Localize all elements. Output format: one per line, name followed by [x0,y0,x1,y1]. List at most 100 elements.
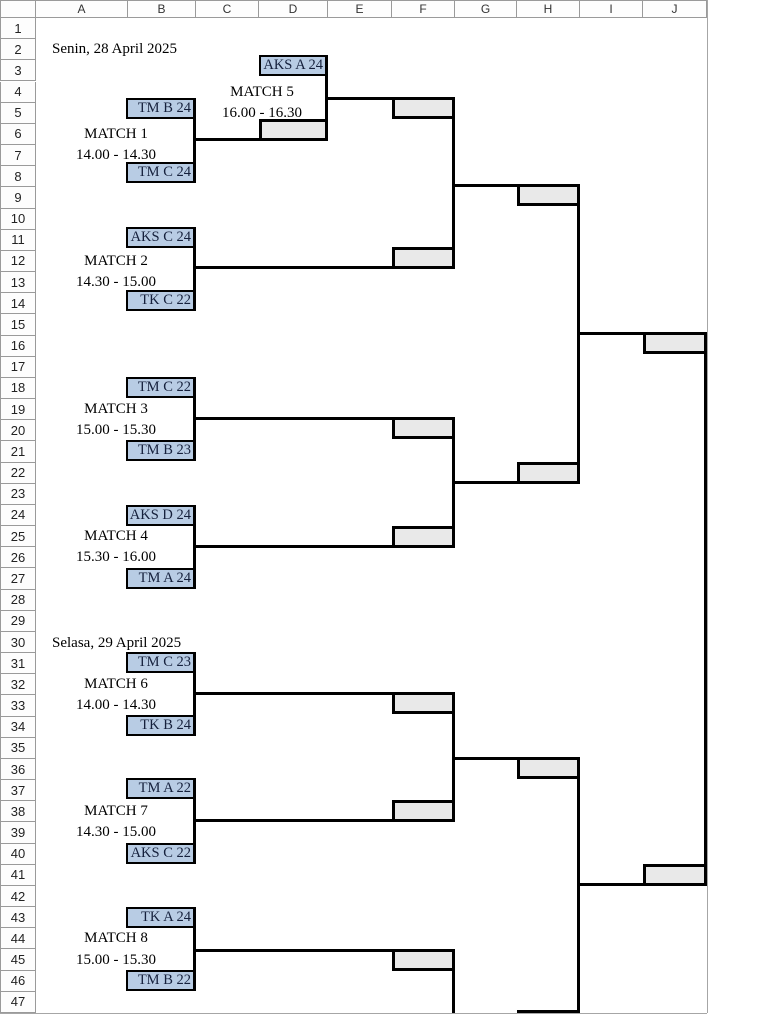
team-box-aks-c-24[interactable]: AKS C 24 [126,227,196,248]
column-header-B[interactable]: B [128,0,196,18]
row-header-41[interactable]: 41 [0,864,36,886]
row-header-20[interactable]: 20 [0,420,36,442]
row-header-24[interactable]: 24 [0,504,36,527]
team-box-tk-a-24[interactable]: TK A 24 [126,907,196,928]
exit-semifinal-top [577,332,707,335]
row-header-38[interactable]: 38 [0,801,36,823]
row-header-7[interactable]: 7 [0,145,36,167]
row-header-21[interactable]: 21 [0,441,36,463]
exit-semifinal-bottom [577,883,707,886]
row-header-2[interactable]: 2 [0,39,36,61]
team-box-tm-c-23[interactable]: TM C 23 [126,652,196,673]
team-box-tm-b-22[interactable]: TM B 22 [126,970,196,991]
column-header-H[interactable]: H [517,0,580,18]
match-7-time: 14.30 - 15.00 [76,824,156,840]
winner-slot-match5[interactable] [392,97,455,119]
row-header-44[interactable]: 44 [0,928,36,950]
day1-date-label: Senin, 28 April 2025 [52,41,178,57]
row-header-40[interactable]: 40 [0,843,36,865]
column-header-F[interactable]: F [392,0,455,18]
row-header-28[interactable]: 28 [0,589,36,611]
match-4-time: 15.30 - 16.00 [76,549,156,565]
row-header-12[interactable]: 12 [0,250,36,273]
row-header-16[interactable]: 16 [0,335,36,357]
row-header-32[interactable]: 32 [0,674,36,696]
match-2-time: 14.30 - 15.00 [76,274,156,290]
match-6-time: 14.00 - 14.30 [76,697,156,713]
row-header-36[interactable]: 36 [0,758,36,781]
row-header-31[interactable]: 31 [0,653,36,675]
row-header-45[interactable]: 45 [0,949,36,971]
row-header-6[interactable]: 6 [0,123,36,145]
row-header-5[interactable]: 5 [0,102,36,124]
winner-slot-match3[interactable] [392,417,455,439]
team-box-tk-c-22[interactable]: TK C 22 [126,290,196,311]
row-header-33[interactable]: 33 [0,695,36,717]
exit-quarter-bottom [452,757,580,760]
column-header-A[interactable]: A [36,0,128,18]
column-header-C[interactable]: C [196,0,259,18]
row-header-25[interactable]: 25 [0,526,36,548]
row-header-3[interactable]: 3 [0,60,36,82]
winner-slot-quarter-top1[interactable] [517,184,580,206]
winner-slot-match6[interactable] [392,692,455,714]
match-8-label: MATCH 8 [84,930,148,946]
match-8-time: 15.00 - 15.30 [76,952,156,968]
column-header-G[interactable]: G [455,0,517,18]
team-box-tm-b-23[interactable]: TM B 23 [126,440,196,461]
column-header-E[interactable]: E [328,0,392,18]
bottom-edge-connector [517,1010,580,1013]
row-header-26[interactable]: 26 [0,547,36,569]
row-header-27[interactable]: 27 [0,568,36,590]
winner-slot-match8[interactable] [392,949,455,971]
team-box-aks-a-24[interactable]: AKS A 24 [259,55,328,76]
row-header-29[interactable]: 29 [0,610,36,632]
column-header-D[interactable]: D [259,0,328,18]
day2-date-label: Selasa, 29 April 2025 [52,635,182,651]
match-3-label: MATCH 3 [84,401,148,417]
row-header-17[interactable]: 17 [0,356,36,378]
team-box-aks-d-24[interactable]: AKS D 24 [126,505,196,526]
row-header-19[interactable]: 19 [0,399,36,421]
column-header-I[interactable]: I [580,0,643,18]
exit-match8 [193,949,395,952]
row-header-13[interactable]: 13 [0,272,36,294]
row-header-43[interactable]: 43 [0,907,36,929]
row-header-22[interactable]: 22 [0,462,36,484]
row-header-30[interactable]: 30 [0,631,36,654]
winner-slot-match1-into-match5[interactable] [259,119,328,141]
row-header-10[interactable]: 10 [0,208,36,230]
row-header-1[interactable]: 1 [0,18,36,40]
row-header-39[interactable]: 39 [0,822,36,844]
winner-slot-quarter-bottom[interactable] [517,757,580,779]
row-header-46[interactable]: 46 [0,970,36,992]
row-header-8[interactable]: 8 [0,166,36,188]
row-header-47[interactable]: 47 [0,991,36,1013]
row-header-4[interactable]: 4 [0,81,36,103]
row-header-11[interactable]: 11 [0,229,36,251]
winner-slot-semifinal-top[interactable] [643,332,707,354]
exit-match4 [193,545,455,548]
match-7-label: MATCH 7 [84,803,148,819]
exit-quarter-top2 [452,481,580,484]
row-header-14[interactable]: 14 [0,293,36,315]
team-box-tm-c-24[interactable]: TM C 24 [126,162,196,183]
team-box-tm-a-22[interactable]: TM A 22 [126,778,196,799]
row-header-37[interactable]: 37 [0,780,36,802]
match-1-time: 14.00 - 14.30 [76,147,156,163]
row-header-42[interactable]: 42 [0,885,36,908]
exit-match5 [325,97,395,100]
team-box-tm-b-24[interactable]: TM B 24 [126,98,196,119]
team-box-tm-a-24[interactable]: TM A 24 [126,568,196,589]
row-header-23[interactable]: 23 [0,483,36,505]
row-header-34[interactable]: 34 [0,716,36,738]
column-header-J[interactable]: J [643,0,707,18]
sheet-corner-cell[interactable] [0,0,36,18]
row-header-35[interactable]: 35 [0,737,36,759]
row-header-15[interactable]: 15 [0,314,36,336]
row-header-18[interactable]: 18 [0,377,36,400]
team-box-aks-c-22[interactable]: AKS C 22 [126,843,196,864]
row-header-9[interactable]: 9 [0,187,36,209]
team-box-tm-c-22[interactable]: TM C 22 [126,377,196,398]
team-box-tk-b-24[interactable]: TK B 24 [126,715,196,736]
